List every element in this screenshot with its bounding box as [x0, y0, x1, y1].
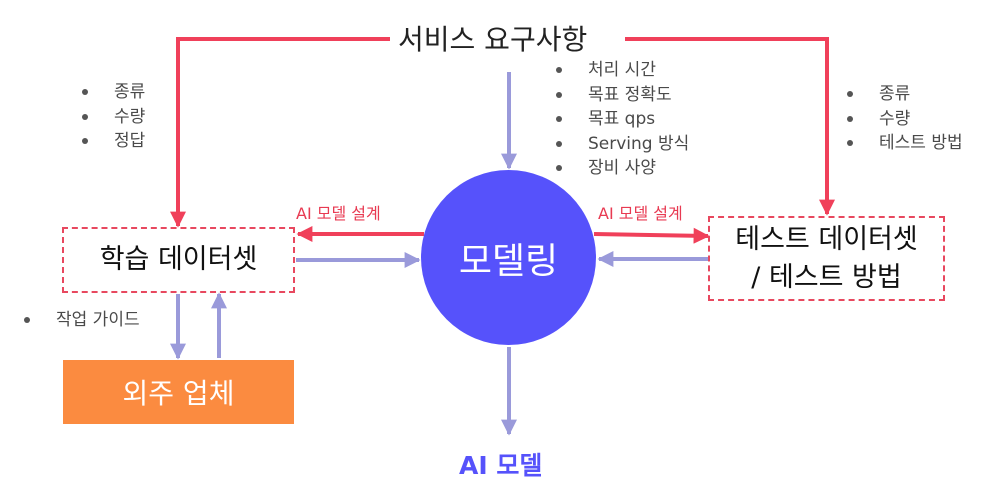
vendor-label: 외주 업체	[122, 377, 235, 410]
list-item: 정답	[80, 129, 145, 154]
list-item: 종류	[845, 82, 963, 107]
list-item: 작업 가이드	[22, 308, 140, 333]
list-item: 수량	[80, 105, 145, 130]
design-label-right: AI 모델 설계	[598, 204, 683, 223]
list-item: 목표 qps	[554, 107, 689, 132]
list-item: 목표 정확도	[554, 83, 689, 108]
list-item: 종류	[80, 80, 145, 105]
vendor-box: 외주 업체	[63, 360, 294, 424]
requirements-list: 처리 시간 목표 정확도 목표 qps Serving 방식 장비 사양	[554, 58, 689, 181]
list-item: 수량	[845, 107, 963, 132]
work-guide-list: 작업 가이드	[22, 308, 140, 333]
test-method-label: / 테스트 방법	[751, 261, 902, 293]
design-label-left: AI 모델 설계	[296, 204, 381, 223]
test-requirements-list: 종류 수량 테스트 방법	[845, 82, 963, 156]
service-requirements-title: 서비스 요구사항	[390, 18, 596, 58]
list-item: 테스트 방법	[845, 131, 963, 156]
train-dataset-box: 학습 데이터셋	[62, 227, 295, 293]
test-dataset-box: 테스트 데이터셋 / 테스트 방법	[708, 216, 945, 301]
red-arrow-to-train	[170, 37, 392, 228]
list-item: Serving 방식	[554, 132, 689, 157]
ai-model-output: AI 모델	[459, 451, 543, 480]
list-item: 장비 사양	[554, 156, 689, 181]
red-arrow-to-test	[625, 37, 835, 216]
list-item: 처리 시간	[554, 58, 689, 83]
modeling-node: 모델링	[421, 170, 596, 345]
train-requirements-list: 종류 수량 정답	[80, 80, 145, 154]
red-arrow-design-right	[593, 227, 710, 244]
train-dataset-label: 학습 데이터셋	[99, 244, 258, 275]
modeling-label: 모델링	[458, 240, 559, 282]
test-dataset-label: 테스트 데이터셋	[735, 223, 918, 255]
